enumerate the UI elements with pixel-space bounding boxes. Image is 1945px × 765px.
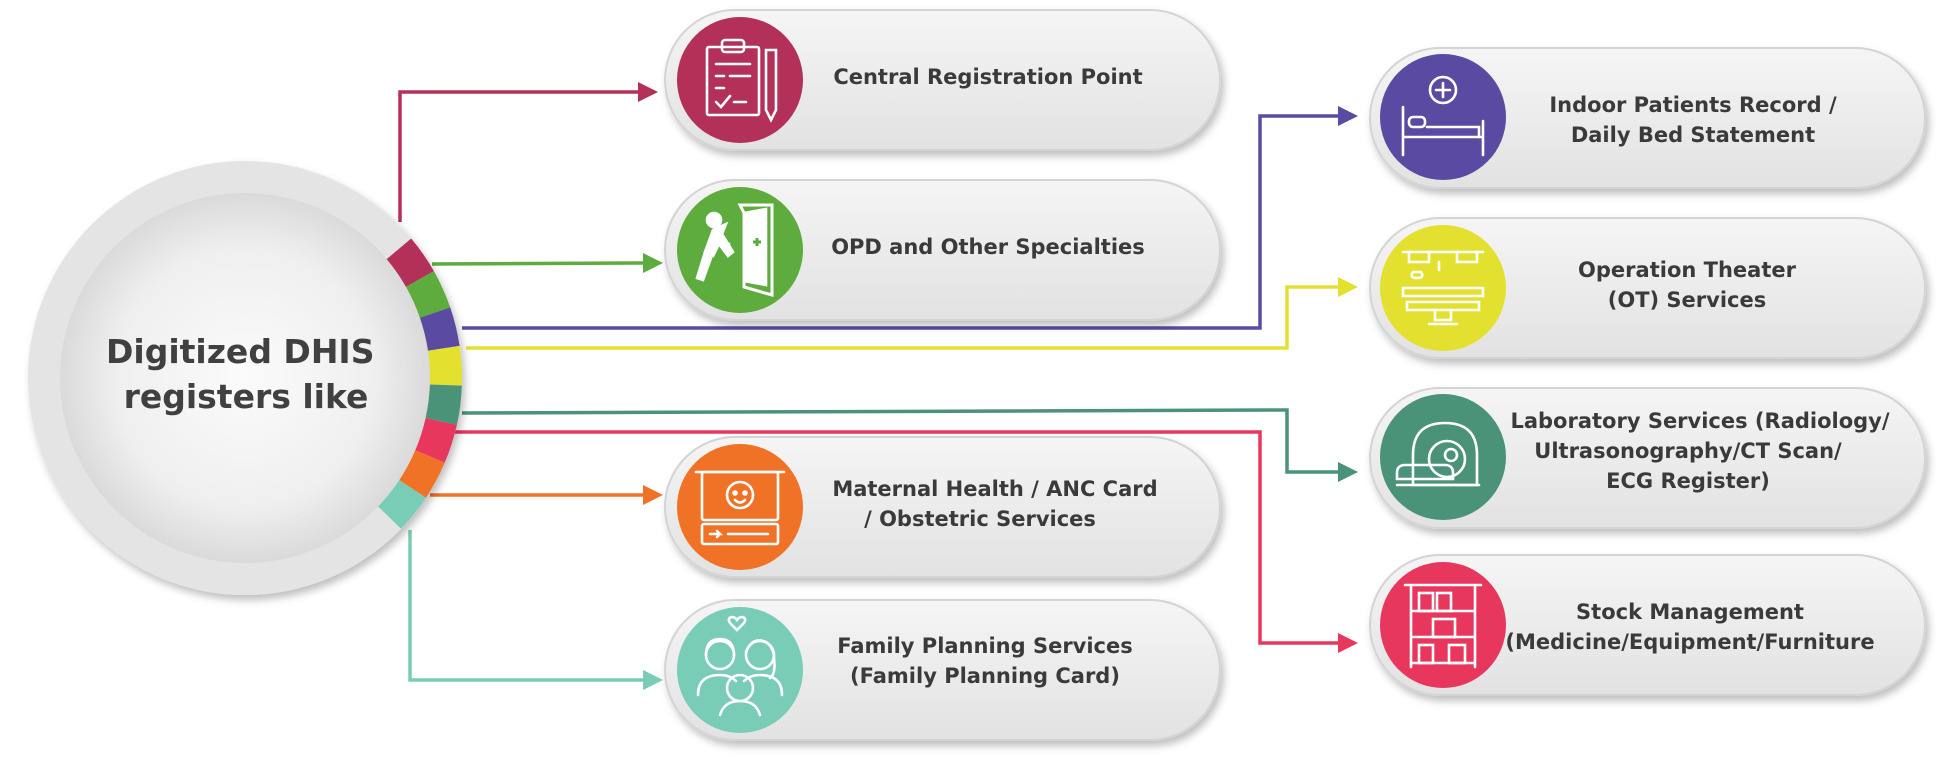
hub-title-line-2: registers like bbox=[124, 377, 369, 416]
service-card-opd: OPD and Other Specialties bbox=[664, 179, 1221, 321]
card-label: Central Registration Point bbox=[833, 65, 1142, 89]
hub-segment-opd bbox=[406, 271, 451, 318]
card-label-line-2: / Obstetric Services bbox=[864, 507, 1096, 531]
connector-operation-theater bbox=[466, 285, 1340, 350]
connector-stock-management bbox=[455, 430, 1340, 645]
hospital-bed-icon bbox=[1401, 75, 1485, 157]
hub-segment-stock-management bbox=[415, 418, 457, 463]
service-card-stock-management: Stock Management (Medicine/Equipment/Fur… bbox=[1369, 554, 1926, 696]
hub-segment-laboratory bbox=[425, 384, 462, 425]
card-pill bbox=[664, 599, 1221, 741]
service-card-family-planning: Family Planning Services (Family Plannin… bbox=[664, 599, 1221, 741]
arrowhead-central-registration bbox=[638, 82, 658, 102]
card-label-line-2: (OT) Services bbox=[1608, 288, 1766, 312]
connector-indoor-patients bbox=[462, 114, 1340, 330]
connector-laboratory bbox=[461, 408, 1340, 474]
hub: Digitized DHIS registers like bbox=[28, 161, 463, 595]
service-card-central-registration: Central Registration Point bbox=[664, 9, 1221, 151]
card-pill bbox=[1369, 217, 1926, 359]
card-label-line-3: ECG Register) bbox=[1606, 469, 1770, 493]
arrowhead-opd bbox=[643, 253, 663, 273]
arrowhead-maternal-health bbox=[643, 485, 663, 505]
connector-opd bbox=[431, 261, 646, 266]
card-label-line-1: Indoor Patients Record / bbox=[1549, 93, 1837, 117]
arrowhead-laboratory bbox=[1338, 462, 1358, 482]
arrowhead-family-planning bbox=[643, 670, 663, 690]
mri-scanner-icon bbox=[1395, 421, 1481, 487]
hub-segment-central-registration bbox=[386, 238, 434, 287]
card-pill bbox=[664, 436, 1221, 578]
service-card-operation-theater: Operation Theater (OT) Services bbox=[1369, 217, 1926, 359]
connector-family-planning bbox=[408, 530, 645, 682]
card-label-line-1: Family Planning Services bbox=[837, 634, 1133, 658]
card-label-line-2: Ultrasonography/CT Scan/ bbox=[1534, 439, 1842, 463]
arrowhead-stock-management bbox=[1338, 633, 1358, 653]
connectors bbox=[398, 82, 1358, 690]
family-icon-badge bbox=[677, 607, 803, 733]
card-pill bbox=[1369, 387, 1926, 529]
hub-inner-circle bbox=[60, 193, 430, 563]
hospital-bed-icon-badge bbox=[1380, 54, 1506, 180]
card-label-line-2: (Family Planning Card) bbox=[850, 664, 1120, 688]
card-label-line-1: Stock Management bbox=[1576, 600, 1804, 624]
hub-title-line-1: Digitized DHIS bbox=[106, 332, 374, 371]
card-pill bbox=[1369, 554, 1926, 696]
card-pill bbox=[664, 9, 1221, 151]
family-icon bbox=[696, 615, 784, 717]
clipboard-icon-badge bbox=[677, 17, 803, 143]
operating-table-icon bbox=[1401, 250, 1485, 326]
card-label-line-1: Maternal Health / ANC Card bbox=[832, 477, 1157, 501]
hub-segment-maternal-health bbox=[399, 450, 445, 498]
service-card-laboratory: Laboratory Services (Radiology/ Ultrason… bbox=[1369, 387, 1926, 529]
arrowhead-indoor-patients bbox=[1338, 106, 1358, 126]
card-pill bbox=[664, 179, 1221, 321]
card-label-line-2: (Medicine/Equipment/Furniture bbox=[1505, 630, 1874, 654]
arrowhead-operation-theater bbox=[1338, 277, 1358, 297]
mri-scanner-icon-badge bbox=[1380, 394, 1506, 520]
service-card-maternal-health: Maternal Health / ANC Card / Obstetric S… bbox=[664, 436, 1221, 578]
card-label-line-1: Laboratory Services (Radiology/ bbox=[1510, 409, 1889, 433]
clipboard-icon bbox=[705, 38, 778, 123]
card-label-line-2: Daily Bed Statement bbox=[1571, 123, 1815, 147]
walking-patient-icon bbox=[695, 203, 774, 297]
hub-segment-indoor-patients bbox=[419, 307, 460, 351]
card-pill bbox=[1369, 47, 1926, 189]
hub-color-segments bbox=[378, 238, 463, 529]
card-label: OPD and Other Specialties bbox=[831, 235, 1145, 259]
service-card-indoor-patients: Indoor Patients Record / Daily Bed State… bbox=[1369, 47, 1926, 189]
svg-text:Digitized DHIS registers: Digitized DHIS registers like bbox=[106, 332, 386, 416]
storage-shelf-icon-badge bbox=[1380, 562, 1506, 688]
connector-central-registration bbox=[398, 90, 640, 222]
storage-shelf-icon bbox=[1403, 583, 1483, 669]
card-label-line-1: Operation Theater bbox=[1578, 258, 1797, 282]
baby-card-icon bbox=[694, 470, 786, 546]
hub-segment-operation-theater bbox=[428, 345, 463, 386]
hub-segment-family-planning bbox=[378, 480, 426, 529]
